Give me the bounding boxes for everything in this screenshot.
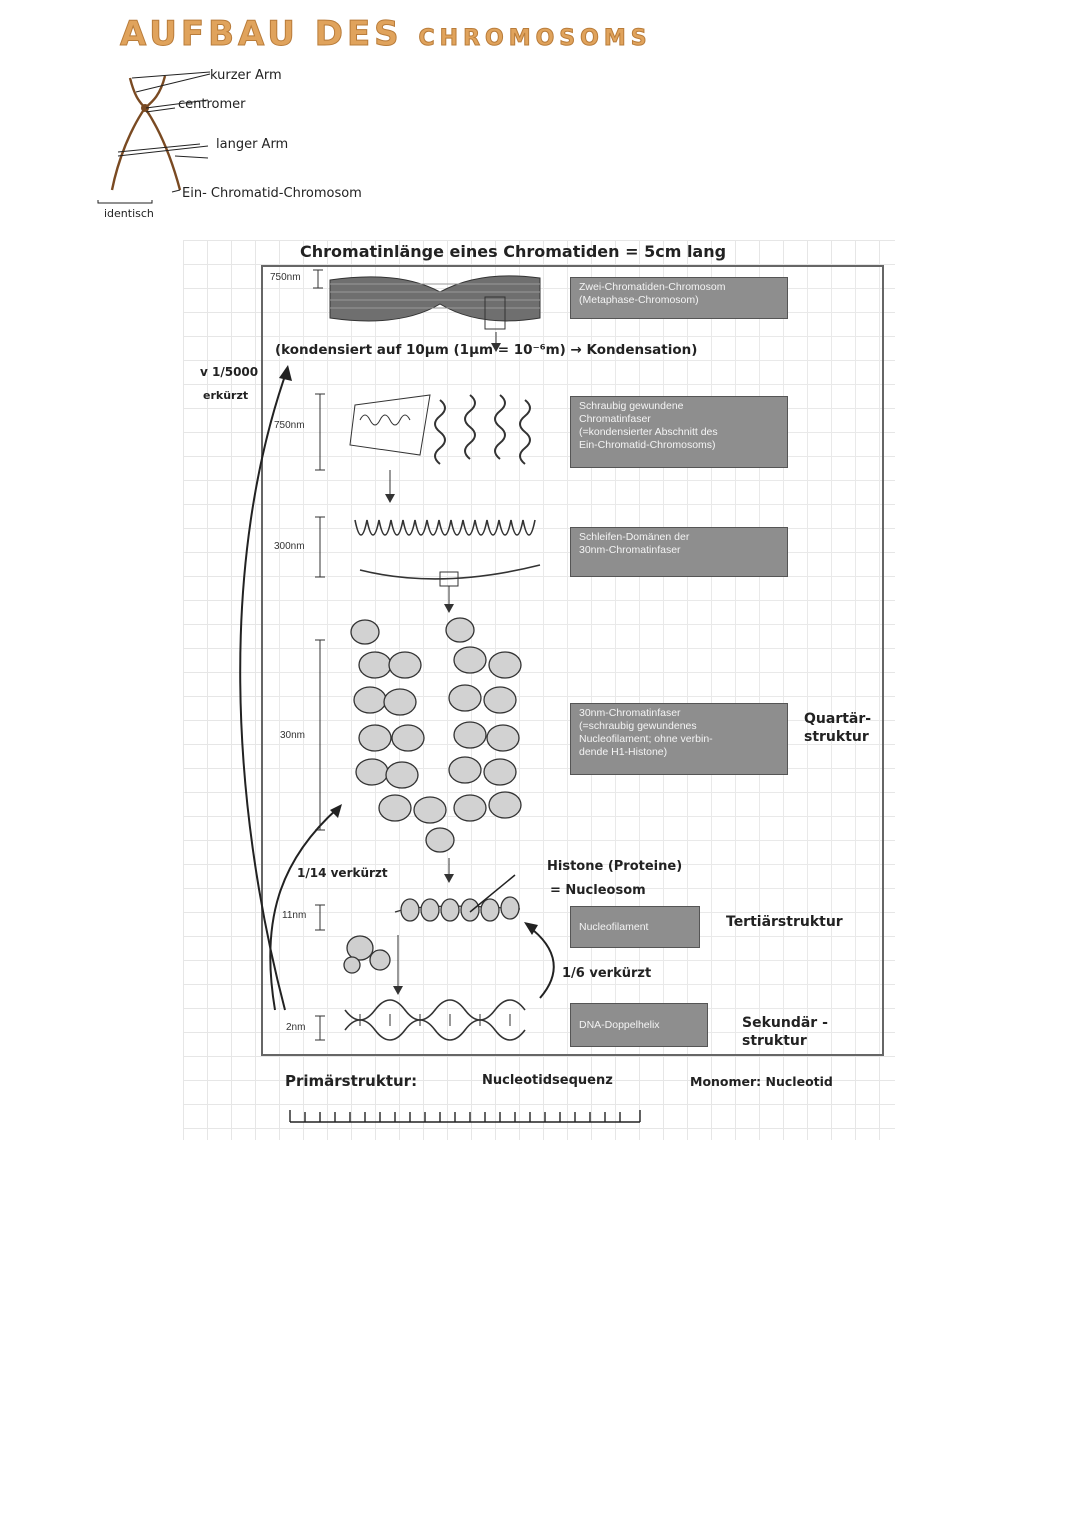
mini-chromosome-icon [97, 71, 211, 204]
left-fraction: v 1/5000 [200, 365, 259, 379]
note-primary: Primärstruktur: [285, 1072, 418, 1090]
nucleotide-sequence-ruler-icon [289, 1110, 641, 1123]
box-nucleofilament: Nucleofilament [570, 906, 700, 948]
box-30nm-fiber: 30nm-Chromatinfaser (=schraubig gewunden… [570, 703, 788, 775]
box-line: DNA-Doppelhelix [579, 1019, 660, 1031]
box-line: Nucleofilament [579, 921, 649, 933]
note-tertiary: Tertiärstruktur [726, 914, 843, 930]
size-label: 30nm [280, 730, 306, 741]
note-sequence: Nucleotidsequenz [482, 1073, 613, 1088]
box-line: Schraubig gewundene [579, 400, 684, 412]
box-line: 30nm-Chromatinfaser [579, 544, 681, 556]
note-line: struktur [804, 729, 869, 745]
size-label: 11nm [282, 910, 307, 921]
note-secondary: Sekundär - struktur [742, 1014, 828, 1050]
box-metaphase: Zwei-Chromatiden-Chromosom (Metaphase-Ch… [570, 277, 788, 319]
label-identical: identisch [104, 207, 154, 220]
box-coiled-fiber: Schraubig gewundene Chromatinfaser (=kon… [570, 396, 788, 468]
chromatin-fiber-30nm-icon [350, 617, 522, 853]
box-line: Nucleofilament; ohne verbin- [579, 733, 713, 745]
grid-paper [183, 240, 895, 1140]
size-label: 2nm [286, 1022, 306, 1033]
note-quaternary: Quartär- struktur [804, 710, 871, 746]
note-line: Sekundär - [742, 1015, 828, 1031]
dna-double-helix-icon [344, 999, 526, 1041]
size-label: 300nm [274, 541, 305, 552]
note-short-6: 1/6 verkürzt [562, 966, 652, 981]
title-main: AUFBAU DES [120, 14, 403, 55]
box-line: Zwei-Chromatiden-Chromosom [579, 281, 726, 293]
shortening-arrow-icon [239, 369, 288, 1011]
note-nucleosome: = Nucleosom [550, 883, 646, 898]
metaphase-chromosome-icon [329, 275, 541, 330]
note-monomer: Monomer: Nucleotid [690, 1074, 833, 1089]
label-long-arm: langer Arm [216, 137, 289, 152]
title-sub: CHROMOSOMS [418, 26, 652, 52]
box-line: Chromatinfaser [579, 413, 651, 425]
nucleofilament-icon [343, 896, 521, 974]
loop-domains-icon [354, 519, 541, 580]
note-line: Quartär- [804, 711, 872, 727]
note-histones: Histone (Proteine) [547, 859, 683, 874]
note-short-14: 1/14 verkürzt [297, 866, 388, 880]
box-line: (=schraubig gewundenes [579, 720, 697, 732]
label-short-arm: kurzer Arm [210, 68, 282, 83]
box-line: dende H1-Histone) [579, 746, 668, 758]
note-line: struktur [742, 1033, 807, 1049]
left-shortened: erkürzt [203, 389, 249, 402]
box-line: Schleifen-Domänen der [579, 531, 690, 543]
box-line: 30nm-Chromatinfaser [579, 707, 681, 719]
box-dna-helix: DNA-Doppelhelix [570, 1003, 708, 1047]
box-line: Ein-Chromatid-Chromosoms) [579, 439, 716, 451]
shortening-arrow-icon-2 [269, 807, 339, 1011]
box-line: (=kondensierter Abschnitt des [579, 426, 718, 438]
label-centromere: centromer [178, 97, 246, 112]
label-one-chromatid: Ein- Chromatid-Chromosom [182, 186, 362, 201]
size-label: 750nm [274, 420, 305, 431]
box-line: (Metaphase-Chromosom) [579, 294, 699, 306]
coiled-fiber-icon [349, 394, 531, 465]
chromatin-length-note: Chromatinlänge eines Chromatiden = 5cm l… [300, 242, 727, 261]
size-label: 750nm [270, 272, 301, 283]
box-loop-domains: Schleifen-Domänen der 30nm-Chromatinfase… [570, 527, 788, 577]
page-title: AUFBAU DES CHROMOSOMS [120, 14, 652, 55]
condensation-note: (kondensiert auf 10µm (1µm = 10⁻⁶m) → Ko… [275, 342, 698, 358]
shortening-arrow-icon-3 [527, 925, 555, 999]
